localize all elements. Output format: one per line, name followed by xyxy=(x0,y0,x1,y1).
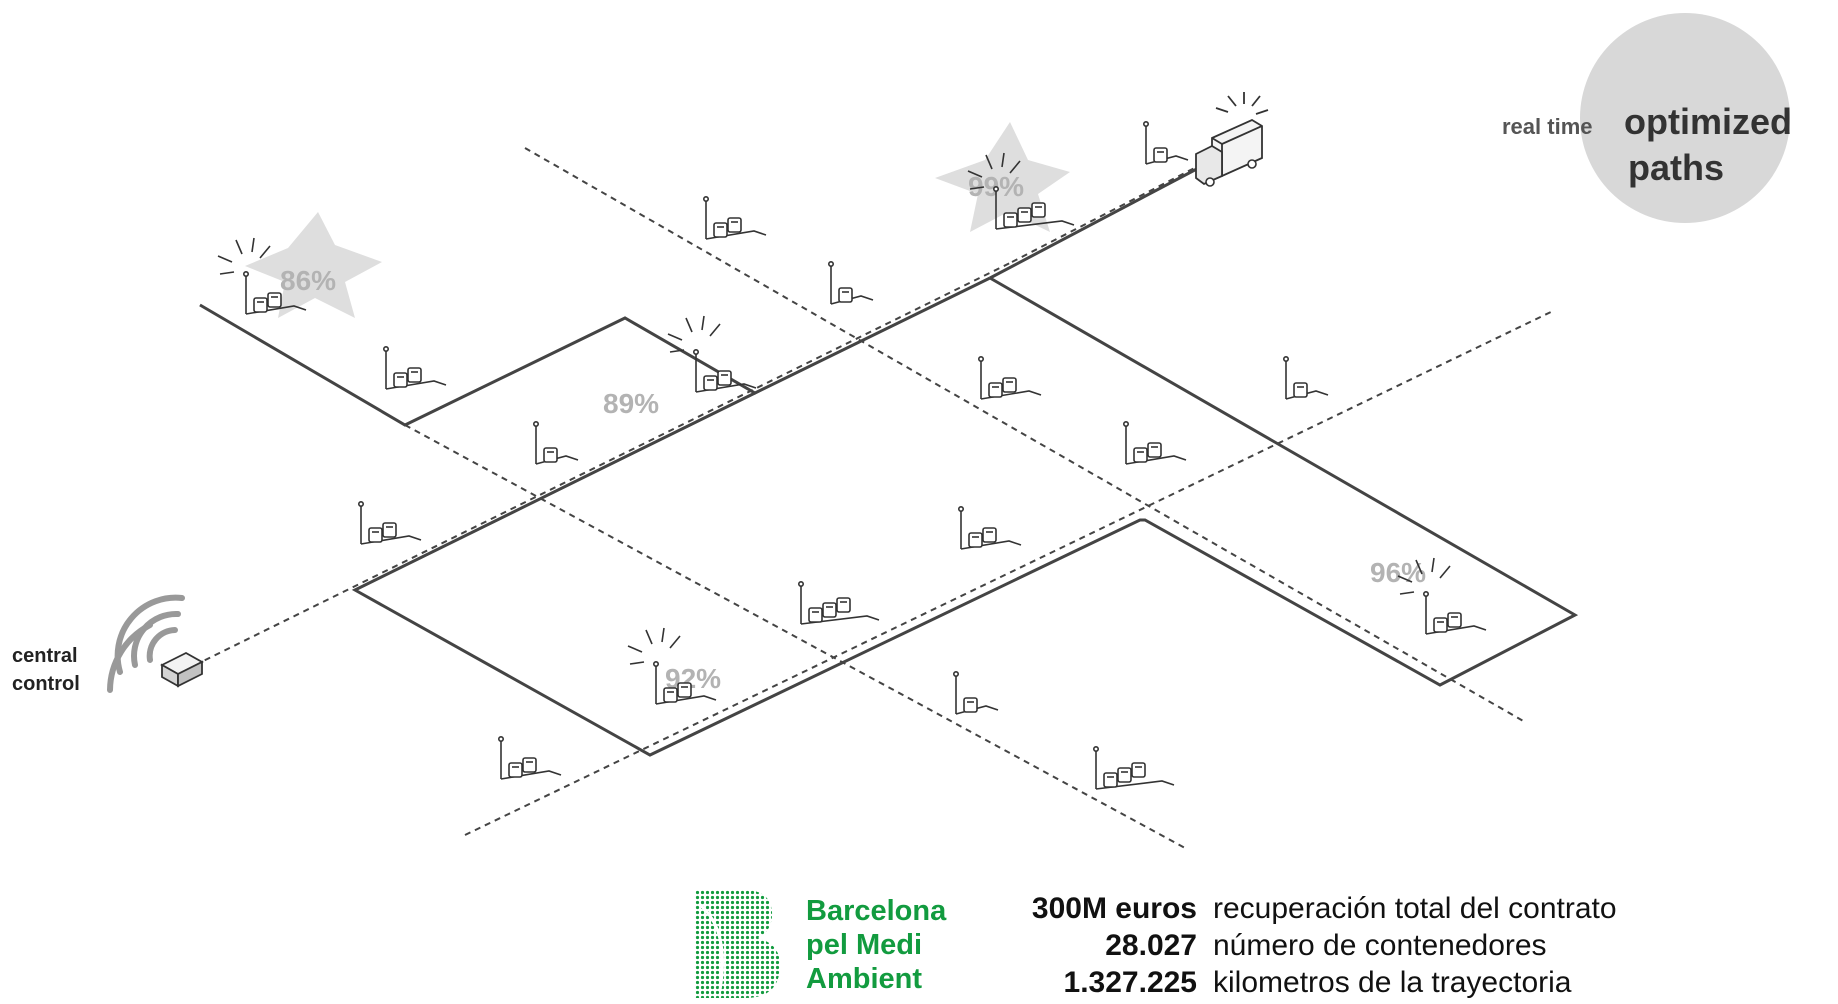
optimized-route xyxy=(199,160,1579,757)
container-sensor-icon xyxy=(357,500,422,545)
container-sensor-icon xyxy=(382,345,447,390)
percentage-96: 96% xyxy=(1370,557,1426,588)
bcn-logo: Barcelona pel Medi Ambient xyxy=(695,890,947,998)
container-sensor-icon xyxy=(497,735,562,780)
container-sensor-icon xyxy=(1123,420,1187,465)
truck-icon xyxy=(1195,92,1269,187)
bcn-logo-mark xyxy=(695,890,780,998)
bcn-logo-line3: Ambient xyxy=(806,963,922,995)
signal-waves-icon xyxy=(107,594,185,693)
container-sensor-icon xyxy=(967,152,1075,230)
central-control-label-1: central xyxy=(12,645,78,667)
container-sensor-icon xyxy=(217,237,307,315)
container-sensor-icon xyxy=(957,505,1022,550)
alert-bursts xyxy=(245,122,1070,318)
stat-desc-1: recuperación total del contrato xyxy=(1213,892,1617,925)
container-sensor-icon xyxy=(667,315,757,393)
container-sensor-icon xyxy=(702,196,767,240)
stat-desc-2: número de contenedores xyxy=(1213,929,1547,962)
realtime-small-label: real time xyxy=(1502,114,1593,139)
dashed-network xyxy=(184,147,1556,849)
stat-number-3: 1.327.225 xyxy=(1064,966,1197,999)
container-sensor-icon xyxy=(952,670,999,715)
control-box-icon xyxy=(160,651,204,688)
container-sensor-icon xyxy=(1093,745,1175,790)
stats: 300M euros recuperación total del contra… xyxy=(1032,892,1617,999)
realtime-circle xyxy=(1580,13,1790,223)
stat-number-2: 28.027 xyxy=(1105,929,1197,962)
burst-86 xyxy=(245,212,382,318)
realtime-paths-label: paths xyxy=(1628,147,1724,188)
container-sensor-icon xyxy=(797,580,880,625)
central-control-label-2: control xyxy=(12,673,80,695)
realtime-badge: real time optimized paths xyxy=(1502,13,1792,223)
container-sensor-icon xyxy=(1283,355,1329,400)
container-sensor-icon xyxy=(1397,557,1487,635)
container-sensor-icon xyxy=(977,355,1042,400)
percentage-86: 86% xyxy=(280,265,336,296)
stat-number-1: 300M euros xyxy=(1032,892,1197,925)
bcn-logo-line1: Barcelona xyxy=(806,895,947,927)
container-sensor-icon xyxy=(1143,121,1189,165)
percentage-89: 89% xyxy=(603,388,659,419)
bcn-logo-line2: pel Medi xyxy=(806,929,922,961)
container-sensor-icon xyxy=(827,260,874,305)
realtime-optimized-label: optimized xyxy=(1624,101,1792,142)
container-sensor-icon xyxy=(627,627,717,705)
containers xyxy=(217,121,1487,790)
stat-desc-3: kilometros de la trayectoria xyxy=(1213,966,1572,999)
container-sensor-icon xyxy=(532,420,579,465)
central-control: central control xyxy=(12,594,204,695)
